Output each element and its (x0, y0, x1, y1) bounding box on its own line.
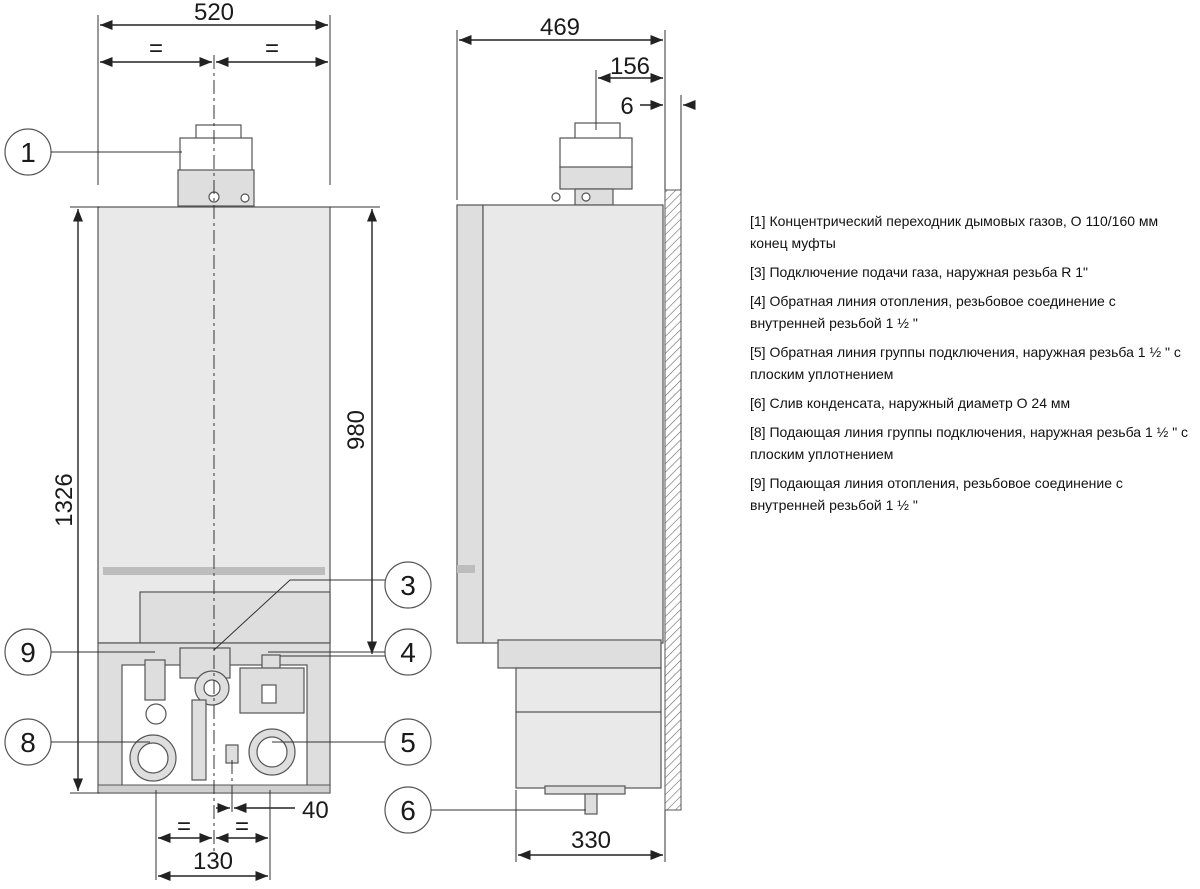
pressure-gauge-small (145, 703, 167, 725)
dim-40: 40 (302, 797, 329, 824)
dim-equal-bottom-right: = (235, 813, 249, 840)
side-dimensions: 469 156 6 330 (456, 14, 696, 862)
dim-equal-right: = (265, 35, 279, 62)
side-flue-collar (559, 166, 633, 190)
side-front-panel (456, 204, 484, 644)
side-callouts: 6 (384, 786, 586, 834)
callout-8: 8 (20, 727, 36, 758)
dim-156: 156 (610, 53, 650, 80)
legend-item-6: [6] Слив конденсата, наружный диаметр О … (750, 395, 1071, 411)
callout-5: 5 (400, 727, 416, 758)
flue-top-cap (195, 124, 242, 140)
side-flue-screw-2 (581, 192, 591, 202)
flue-screw-small (240, 193, 250, 203)
side-flue-adapter (559, 137, 633, 169)
dim-depth: 469 (540, 14, 580, 41)
callout-9: 9 (20, 637, 36, 668)
dim-width-front: 520 (194, 0, 234, 26)
vertical-pipe (191, 699, 207, 781)
gauge-left (137, 742, 169, 774)
legend-item-1: [1] Концентрический переходник дымовых г… (750, 213, 1159, 251)
dim-130: 130 (193, 848, 233, 875)
dim-height-980: 980 (343, 410, 370, 450)
side-connection-top (497, 639, 662, 669)
side-flue-cap (574, 122, 621, 140)
callout-3: 3 (400, 570, 416, 601)
side-slot (457, 565, 475, 573)
dim-6: 6 (620, 93, 633, 120)
gauge-right (256, 736, 288, 768)
legend-item-9: [9] Подающая линия отопления, резьбовое … (750, 475, 1123, 513)
gas-valve-cap (203, 679, 221, 697)
side-flue-screw (551, 192, 561, 202)
dim-height-total: 1326 (51, 473, 78, 526)
casing-slot (103, 567, 325, 575)
legend: [1] Концентрический переходник дымовых г… (750, 210, 1190, 523)
wall (664, 189, 682, 811)
legend-item-4: [4] Обратная линия отопления, резьбовое … (750, 293, 1116, 331)
side-base (544, 785, 626, 795)
callout-3-circle (384, 561, 432, 609)
front-view (97, 55, 331, 855)
dim-equal-left: = (149, 35, 163, 62)
legend-item-3: [3] Подключение подачи газа, наружная ре… (750, 264, 1089, 280)
flue-adapter (179, 137, 253, 172)
side-condensate-outlet (584, 793, 598, 815)
front-callouts: 1 9 8 3 4 5 (4, 128, 432, 766)
callout-6: 6 (400, 795, 416, 826)
dim-330: 330 (571, 827, 611, 854)
side-view (456, 122, 682, 815)
legend-item-5: [5] Обратная линия группы подключения, н… (750, 344, 1181, 382)
dim-equal-bottom-left: = (177, 813, 191, 840)
callout-4: 4 (400, 637, 416, 668)
side-casing (482, 204, 664, 644)
control-panel-recess (139, 591, 331, 644)
legend-item-8: [8] Подающая линия группы подключения, н… (750, 424, 1189, 462)
side-connection-group (515, 667, 662, 789)
pump-label (261, 684, 277, 704)
pipe-9 (144, 659, 166, 701)
side-flue-base (574, 188, 614, 206)
callout-1: 1 (20, 137, 36, 168)
